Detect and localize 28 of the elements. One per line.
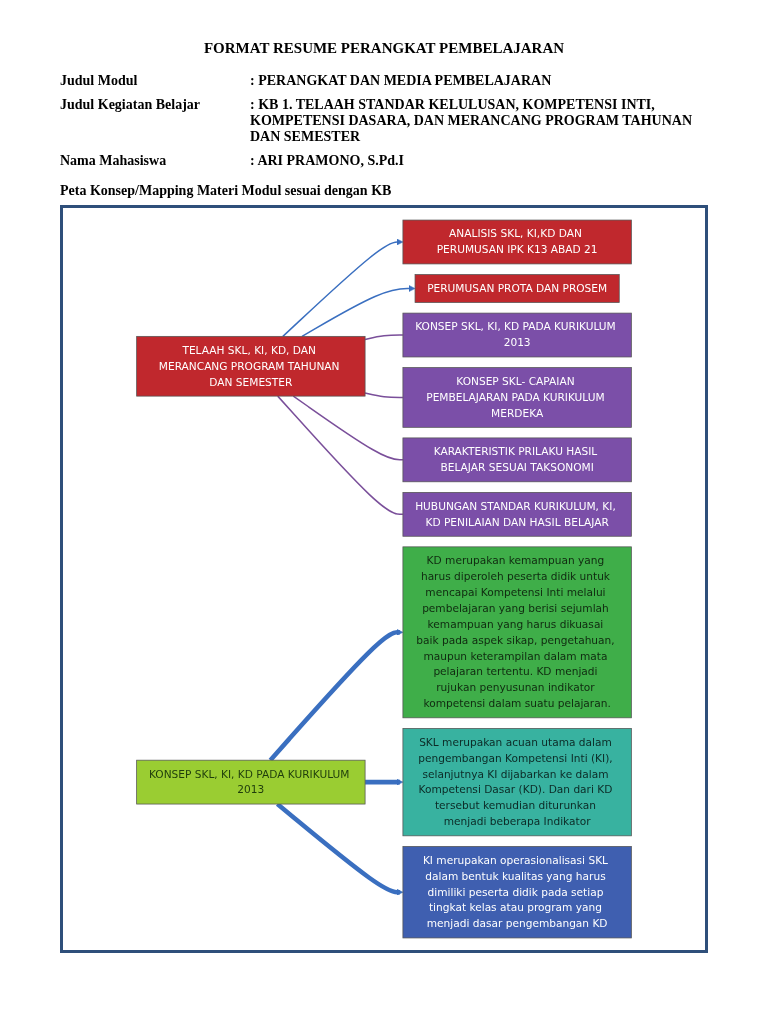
arrow (268, 629, 404, 762)
node-box (402, 846, 632, 939)
node-box (414, 274, 620, 303)
connector (364, 392, 404, 399)
arrow (365, 778, 404, 786)
field-label: Judul Modul (60, 73, 139, 89)
page-title: FORMAT RESUME PERANGKAT PEMBELAJARAN (202, 40, 566, 57)
field-label: Nama Mahasiswa (60, 153, 168, 169)
connector (364, 334, 404, 341)
field-label: Judul Kegiatan Belajar (60, 97, 201, 114)
diagram-frame: TELAAH SKL, KI, KD, DAN MERANCANG PROGRAM TAHUNAN DAN SEMESTER ANALISIS SKL, KI,KD DAN PERUMUSAN IPK K13 ABAD 21 PERUMUSAN PROTA DAN PROSEM KONSEP SKL, KI, KD PADA KURIKULUM 2013 KONSEP SKL- CAPAIAN PEMBELAJARAN PADA KURIKULUM MERDEKA KARAKTERISTIK PRILAKU HASIL BELAJAR SESUAI TAKSONOMI HUBUNGAN STANDAR KURIKULUM, KI, KD PENILAIAN DAN HASIL BELAJAR KONSEP SKL, KI, KD PADA KURIKULUM 2013 KD merupakan kemampuan yang harus diperoleh peserta didik untuk mencapai Kompetensi Inti melalui pembelajaran yang berisi sejumlah kemampuan yang harus dikuasai baik pada aspek sikap, pengetahuan, maupun keterampilan dalam mata pelajaran tertentu. KD menjadi rujukan penyusunan indikator kompetensi dalam suatu pelajaran. SKL merupakan acuan utama dalam pengembangan Kompetensi Inti (KI), selanjutnya KI dijabarkan ke dalam Kompetensi Dasar (KD). Dan dari KD tersebut kemudian diturunkan menjadi beberapa Indikator KI merupakan operasionalisasi SKL dalam bentuk kualitas yang harus dimiliki peserta didik pada setiap tingkat kelas atau program yang menjadi dasar pengembangan KD (60, 205, 708, 953)
node-box (402, 492, 632, 537)
node-box (402, 312, 632, 358)
node-box (402, 546, 632, 719)
field-value: : ARI PRAMONO, S.Pd.I (250, 153, 405, 169)
section-heading: Peta Konsep/Mapping Materi Modul sesuai dengan KB (60, 183, 393, 199)
node-box (402, 367, 632, 428)
field-value: : KB 1. TELAAH STANDAR KELULUSAN, KOMPETENSI INTI, KOMPETENSI DASARA, DAN MERANCANG PROGRAM TAHUNAN DAN SEMESTER (250, 97, 694, 145)
node-box (402, 219, 632, 265)
arrow (282, 238, 404, 338)
node-box (402, 437, 632, 483)
arrow (301, 285, 416, 338)
node-box (136, 336, 366, 397)
node-box (402, 728, 632, 837)
node-box (136, 759, 366, 805)
connector (276, 395, 404, 516)
connector (292, 395, 404, 461)
field-value: : PERANGKAT DAN MEDIA PEMBELAJARAN (250, 73, 553, 89)
